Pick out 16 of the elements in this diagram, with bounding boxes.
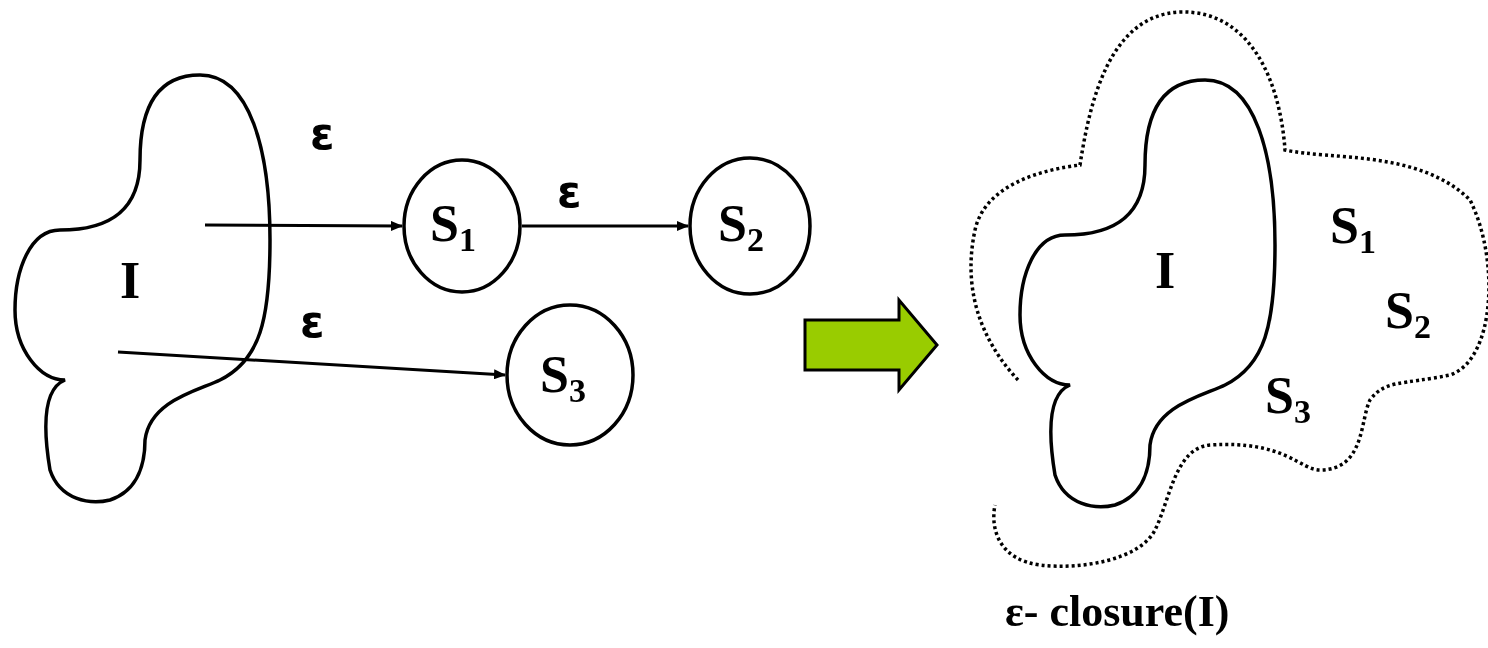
state-label: I <box>120 255 141 307</box>
arrow <box>205 220 403 231</box>
arrow <box>522 221 689 231</box>
block-arrow <box>803 295 939 395</box>
state-label: I <box>1155 245 1176 297</box>
state-label: S$_{1}$ <box>430 198 476 257</box>
state-circle <box>505 303 635 447</box>
state-circle <box>688 156 812 296</box>
closure-caption: ε- closure(I) <box>1005 590 1230 634</box>
state-label: S$_{3}$ <box>540 349 586 408</box>
arrow <box>117 350 506 380</box>
state-circle <box>402 158 522 294</box>
state-label: S$_{3}$ <box>1265 370 1311 429</box>
state-label: S$_{2}$ <box>718 198 764 257</box>
state-label: S$_{2}$ <box>1385 285 1431 344</box>
state-label: S$_{1}$ <box>1330 200 1376 259</box>
